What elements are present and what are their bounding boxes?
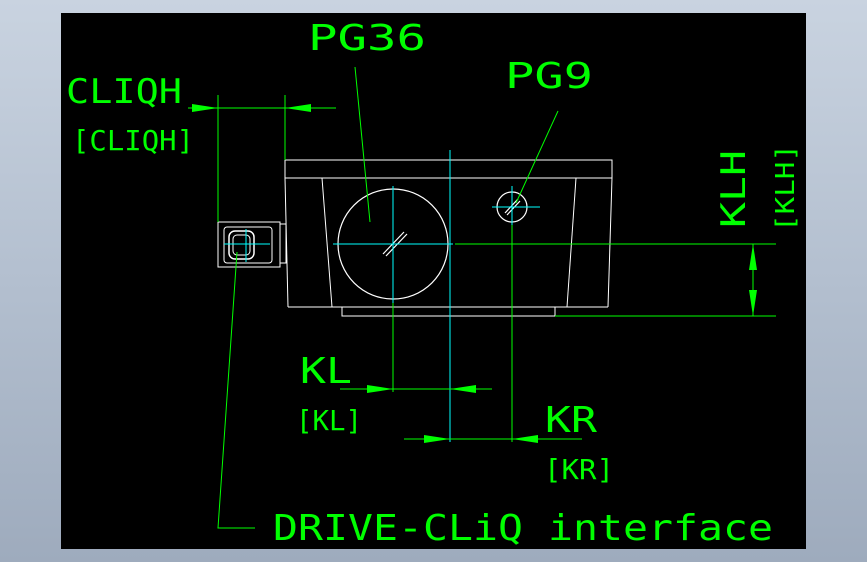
label-kl-bracket: [KL] <box>296 404 362 437</box>
label-drive-cliq-interface: DRIVE-CLiQ interface <box>273 508 773 549</box>
label-kr-bracket: [KR] <box>544 453 614 486</box>
label-cliqh: CLIQH <box>66 72 182 112</box>
label-kl: KL <box>300 351 352 392</box>
label-klh-bracket: [KLH] <box>771 144 801 232</box>
label-cliqh-bracket: [CLIQH] <box>72 124 194 157</box>
centerlines <box>224 150 540 442</box>
arrow-up-icon <box>749 290 757 316</box>
pg36-leader <box>354 66 371 223</box>
arrow-left-icon <box>285 104 311 112</box>
arrow-right-icon <box>192 104 218 112</box>
arrow-right-icon <box>424 435 450 443</box>
label-pg36: PG36 <box>308 18 426 59</box>
label-kr: KR <box>545 400 597 441</box>
terminal-box-outline <box>284 159 613 317</box>
dimension-lines <box>188 66 776 529</box>
label-klh: KLH <box>714 150 754 228</box>
arrow-down-icon <box>749 244 757 270</box>
label-pg9: PG9 <box>505 56 593 97</box>
cad-viewport[interactable]: PG36 PG9 CLIQH [CLIQH] KL [KL] KR [KR] D… <box>61 13 806 549</box>
drive-cliq-connector <box>217 221 287 268</box>
pg9-leader <box>515 110 559 204</box>
dimension-arrows <box>192 104 757 443</box>
technical-drawing: PG36 PG9 CLIQH [CLIQH] KL [KL] KR [KR] D… <box>66 18 801 549</box>
arrow-left-icon <box>450 385 476 393</box>
drive-cliq-leader <box>217 251 255 529</box>
arrow-left-icon <box>512 435 538 443</box>
arrow-right-icon <box>367 385 393 393</box>
